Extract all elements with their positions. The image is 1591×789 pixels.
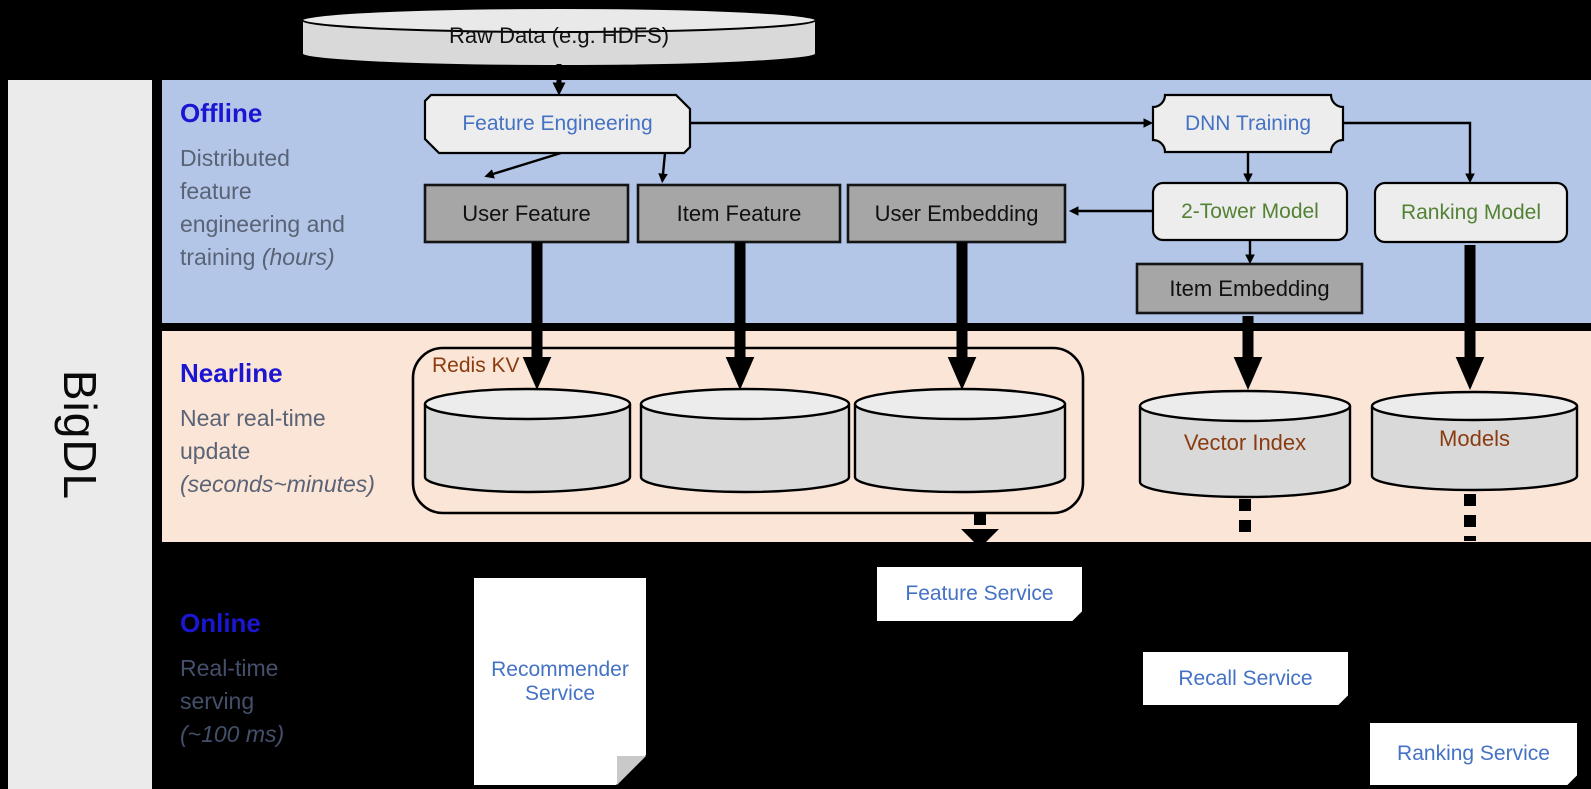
online-title: Online: [180, 608, 261, 638]
offline-desc-line3: engineering and: [180, 211, 345, 237]
recall-service-box: Recall Service: [1143, 652, 1360, 717]
feature-engineering-shape: [423, 93, 692, 155]
recommender-service-label: Recommender Service: [491, 657, 629, 705]
ranking-service-label: Ranking Service: [1397, 742, 1550, 765]
vector-index-cylinder: [1138, 389, 1352, 499]
offline-description: Distributed feature engineering and trai…: [180, 142, 410, 274]
dnn-training-shape: [1151, 93, 1345, 154]
offline-desc-line2: feature: [180, 178, 252, 204]
ranking-service-box: Ranking Service: [1370, 723, 1589, 789]
user-embedding-label: User Embedding: [874, 200, 1039, 226]
raw-data-cylinder: [301, 7, 817, 67]
offline-desc-line4: training (hours): [180, 244, 335, 270]
kv-cylinder-3: [853, 387, 1067, 494]
arrow-dnn-to-ranking-model: [1343, 121, 1475, 184]
nearline-desc-line2: update: [180, 438, 251, 464]
kv-cylinder-1: [423, 387, 632, 494]
online-desc-line3: (~100 ms): [180, 721, 285, 747]
offline-title: Offline: [180, 98, 263, 128]
two-tower-model-shape: [1151, 181, 1349, 242]
user-embedding-shape: [846, 183, 1067, 244]
nearline-description: Near real-time update (seconds~minutes): [180, 402, 420, 501]
dnn-training-label: DNN Training: [1184, 111, 1312, 135]
redis-kv-label: Redis KV: [432, 354, 520, 377]
recommender-service-fold: [617, 756, 646, 785]
raw-data-label: Raw Data (e.g. HDFS): [448, 23, 670, 48]
arrow-fe-to-user-feature: [484, 151, 562, 179]
dash-kv-to-feature-service: [974, 513, 986, 525]
item-embedding-shape: [1135, 262, 1364, 315]
ranking-model-shape: [1373, 181, 1569, 244]
offline-desc-line1: Distributed: [180, 145, 290, 171]
online-description: Real-time serving (~100 ms): [180, 652, 410, 751]
nearline-title: Nearline: [180, 358, 283, 388]
item-embedding-label: Item Embedding: [1169, 275, 1330, 301]
vector-index-label: Vector Index: [1183, 429, 1307, 455]
bigdl-sidebar: [8, 80, 152, 789]
recall-service-label: Recall Service: [1178, 666, 1313, 690]
models-label: Models: [1439, 426, 1510, 451]
nearline-desc-line1: Near real-time: [180, 405, 326, 431]
arrow-fe-to-item-feature: [658, 152, 668, 184]
redis-kv-container: [411, 346, 1085, 515]
arrowhead-kv-to-feature-service: [961, 529, 999, 548]
feature-service-label: Feature Service: [905, 582, 1054, 605]
feature-service-box: Feature Service: [877, 567, 1094, 633]
two-tower-model-label: 2-Tower Model: [1181, 199, 1319, 223]
online-desc-line2: serving: [180, 688, 255, 714]
item-feature-shape: [636, 183, 842, 244]
user-feature-shape: [423, 183, 630, 244]
models-cylinder: [1370, 390, 1579, 492]
item-feature-label: Item Feature: [676, 200, 802, 226]
user-feature-label: User Feature: [462, 200, 591, 226]
online-desc-line1: Real-time: [180, 655, 279, 681]
kv-cylinder-2: [639, 387, 851, 494]
ranking-model-label: Ranking Model: [1400, 200, 1542, 224]
nearline-desc-line3: (seconds~minutes): [180, 471, 375, 497]
recommender-service-box: Recommender Service: [474, 578, 646, 785]
feature-engineering-label: Feature Engineering: [462, 112, 653, 135]
